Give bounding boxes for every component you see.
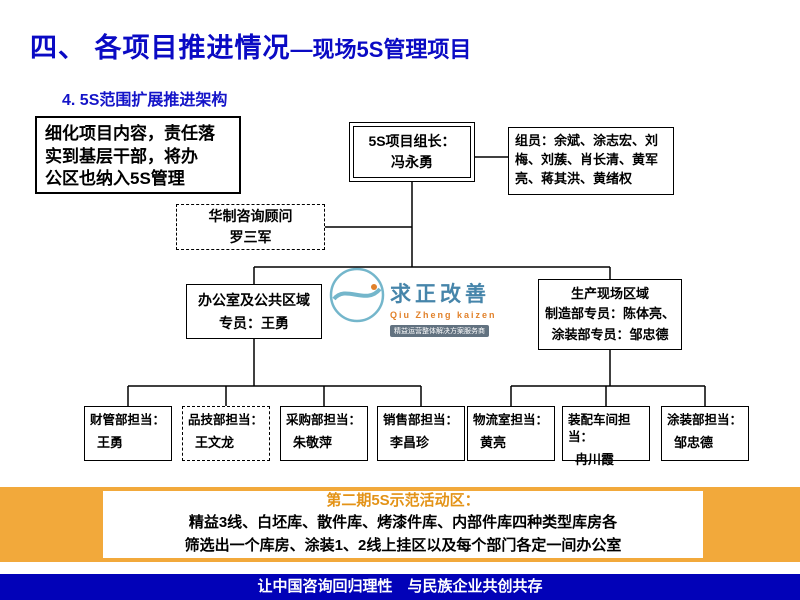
dept-box-quality: 品技部担当： 王文龙 (182, 406, 270, 461)
logo-tagline: 精益运营整体解决方案服务商 (390, 325, 489, 337)
office-branch-box: 办公室及公共区域 专员：王勇 (186, 284, 322, 339)
banner-title: 第二期5S示范活动区： (326, 492, 480, 509)
page-title-main: 四、 各项目推进情况 (30, 33, 291, 63)
dept-role: 物流室担当： (473, 413, 549, 427)
logo-name: 求正改善 (390, 283, 490, 306)
dept-name: 冉川霞 (575, 451, 615, 467)
logo-text-block: 求正改善 Qiu Zheng kaizen 精益运营整体解决方案服务商 (390, 278, 497, 338)
logo-latin-name: Qiu Zheng kaizen (390, 310, 497, 320)
banner-content: 第二期5S示范活动区： 精益3线、白坯库、散件库、烤漆件库、内部件库四种类型库房… (98, 490, 708, 557)
dept-name: 朱敬萍 (293, 434, 333, 450)
dept-name: 黄亮 (480, 434, 507, 450)
banner-line: 精益3线、白坯库、散件库、烤漆件库、内部件库四种类型库房各 (188, 514, 618, 531)
production-branch-box: 生产现场区域 制造部专员：陈体亮、 涂装部专员：邹忠德 (538, 279, 682, 350)
dept-box-assembly: 装配车间担当： 冉川霞 (562, 406, 650, 467)
dept-name: 李昌珍 (390, 434, 430, 450)
note-line: 公区也纳入5S管理 (45, 169, 185, 189)
demo-area-banner: 第二期5S示范活动区： 精益3线、白坯库、散件库、烤漆件库、内部件库四种类型库房… (0, 487, 800, 562)
production-line: 涂装部专员：邹忠德 (551, 326, 669, 342)
footer-slogan-bar: 让中国咨询回归理性 与民族企业共创共存 (0, 574, 800, 600)
dept-role: 涂装部担当： (667, 413, 743, 427)
office-title: 办公室及公共区域 (198, 292, 310, 309)
dept-box-logistics: 物流室担当： 黄亮 (467, 406, 555, 461)
dept-name: 王文龙 (195, 434, 235, 450)
page-title: 四、 各项目推进情况—现场5S管理项目 (30, 26, 471, 65)
dept-box-finance: 财管部担当： 王勇 (84, 406, 172, 461)
production-line: 生产现场区域 (570, 286, 649, 302)
note-box: 细化项目内容，责任落 实到基层干部，将办 公区也纳入5S管理 (35, 116, 241, 194)
note-line: 实到基层干部，将办 (45, 146, 198, 166)
dept-name: 王勇 (97, 434, 124, 450)
banner-line: 筛选出一个库房、涂装1、2线上挂区以及每个部门各定一间办公室 (184, 537, 622, 554)
dept-role: 销售部担当： (383, 413, 459, 427)
leader-name: 冯永勇 (391, 154, 433, 170)
dept-name: 邹忠德 (674, 434, 714, 450)
dept-role: 品技部担当： (188, 413, 264, 427)
leader-title: 5S项目组长： (368, 133, 456, 149)
page-title-sub: —现场5S管理项目 (290, 37, 472, 62)
consultant-box: 华制咨询顾问 罗三军 (176, 204, 325, 250)
dept-box-coating: 涂装部担当： 邹忠德 (661, 406, 749, 461)
dept-role: 装配车间担当： (568, 413, 631, 444)
office-name: 专员：王勇 (219, 314, 289, 331)
members-box: 组员：余斌、涂志宏、刘梅、刘蔟、肖长清、黄军亮、蒋其洪、黄绪权 (508, 127, 674, 195)
dept-role: 财管部担当： (90, 413, 166, 427)
company-logo: 求正改善 Qiu Zheng kaizen 精益运营整体解决方案服务商 (328, 266, 498, 338)
consultant-title: 华制咨询顾问 (208, 208, 293, 224)
production-line: 制造部专员：陈体亮、 (544, 306, 675, 322)
note-line: 细化项目内容，责任落 (45, 124, 215, 143)
leader-box: 5S项目组长： 冯永勇 (349, 122, 475, 182)
dept-role: 采购部担当： (286, 413, 362, 427)
logo-swoosh-icon (328, 266, 386, 329)
dept-box-purchasing: 采购部担当： 朱敬萍 (280, 406, 368, 461)
section-heading: 4. 5S范围扩展推进架构 (62, 92, 228, 109)
dept-box-sales: 销售部担当： 李昌珍 (377, 406, 465, 461)
consultant-name: 罗三军 (229, 229, 272, 245)
banner-inner-panel (103, 491, 703, 558)
